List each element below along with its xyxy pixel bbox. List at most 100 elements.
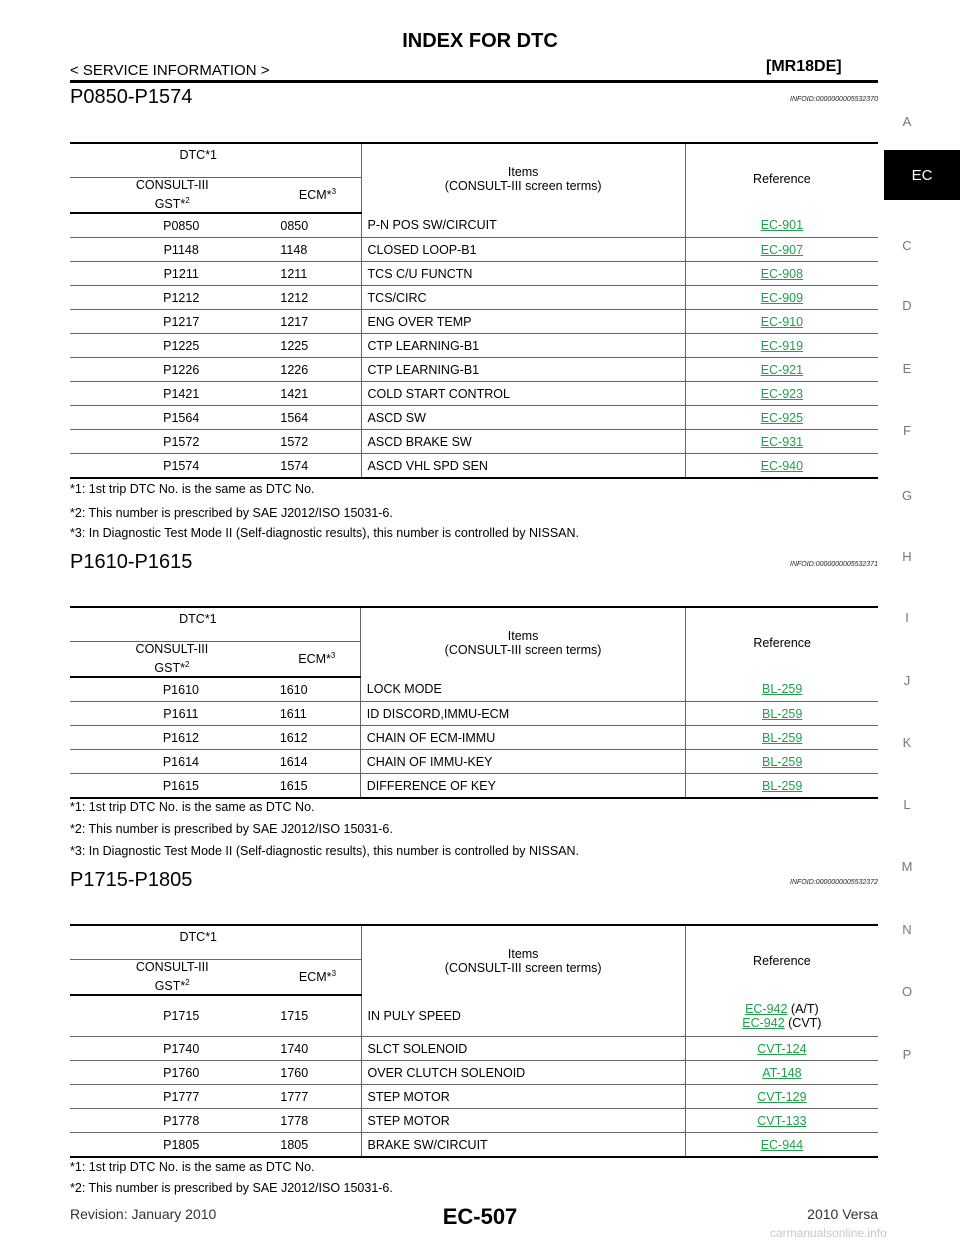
reference-cell: EC-919 (684, 333, 878, 358)
side-index-letter[interactable]: P (902, 1047, 912, 1062)
reference-link[interactable]: EC-940 (760, 458, 804, 473)
ecm-code: 1217 (274, 309, 362, 334)
reference-link[interactable]: BL-259 (762, 754, 803, 769)
reference-link[interactable]: EC-923 (760, 386, 804, 401)
reference-link[interactable]: EC-909 (760, 290, 804, 305)
reference-link[interactable]: EC-944 (760, 1137, 804, 1152)
item-name: P-N POS SW/CIRCUIT (360, 213, 686, 238)
reference-cell: EC-925 (684, 405, 878, 430)
footnote: *1: 1st trip DTC No. is the same as DTC … (70, 800, 315, 814)
gst-code: P1574 (70, 453, 275, 479)
side-index-letter[interactable]: M (901, 859, 913, 874)
reference-link[interactable]: EC-908 (760, 266, 804, 281)
reference-link[interactable]: CVT-133 (757, 1113, 807, 1128)
ecm-code: 1740 (274, 1036, 362, 1061)
ecm-code: 1564 (274, 405, 362, 430)
header-ecm-text: ECM* (298, 652, 331, 667)
ecm-code: 1226 (274, 357, 362, 382)
ecm-code: 1615 (273, 773, 361, 799)
header-ecm-sup: 3 (330, 651, 336, 661)
header-items-line2: (CONSULT-III screen terms) (444, 960, 602, 975)
reference-link[interactable]: BL-259 (762, 706, 803, 721)
header-items-line1: Items (507, 164, 539, 179)
side-index-letter[interactable]: H (902, 549, 912, 564)
item-name: STEP MOTOR (360, 1108, 686, 1133)
side-index-letter[interactable]: F (903, 423, 911, 438)
page-title: INDEX FOR DTC (402, 30, 558, 52)
gst-code: P1148 (70, 237, 275, 262)
side-index-letter[interactable]: I (905, 610, 909, 625)
gst-code: P1421 (70, 381, 275, 406)
item-name: ID DISCORD,IMMU-ECM (359, 701, 686, 726)
side-index-active-tab[interactable]: EC (884, 150, 960, 200)
footnote: *3: In Diagnostic Test Mode II (Self-dia… (70, 844, 580, 858)
side-index-letter[interactable]: K (902, 735, 912, 750)
side-index-letter[interactable]: A (902, 114, 912, 129)
reference-link[interactable]: AT-148 (762, 1065, 802, 1080)
reference-cell: BL-259 (685, 701, 878, 726)
item-name: ASCD VHL SPD SEN (360, 453, 686, 479)
footer-model: 2010 Versa (807, 1206, 878, 1222)
item-name: CHAIN OF IMMU-KEY (359, 749, 686, 774)
reference-link[interactable]: EC-931 (760, 434, 804, 449)
ecm-code: 0850 (280, 218, 309, 233)
reference-link[interactable]: EC-925 (760, 410, 804, 425)
side-index-letter[interactable]: L (903, 797, 911, 812)
header-gst-label: GST*2 (76, 657, 268, 676)
side-index-letter[interactable]: N (902, 922, 912, 937)
reference-link[interactable]: EC-901 (760, 218, 804, 232)
side-index-letter[interactable]: J (903, 673, 911, 688)
reference-link[interactable]: EC-921 (760, 362, 804, 377)
watermark: carmanualsonline.info (770, 1226, 887, 1240)
side-index-letter[interactable]: D (902, 298, 912, 313)
header-dtc: DTC*1 (70, 606, 361, 642)
info-id: INFOID:0000000005532371 (790, 561, 878, 568)
footer-page-number: EC-507 (442, 1204, 518, 1229)
reference-link[interactable]: EC-942 (742, 1015, 785, 1030)
reference-link[interactable]: BL-259 (762, 682, 803, 696)
reference-link[interactable]: BL-259 (762, 730, 803, 745)
side-index-letter[interactable]: C (902, 238, 912, 253)
info-id: INFOID:0000000005532372 (790, 879, 878, 886)
ecm-code: 1225 (274, 333, 362, 358)
reference-cell: EC-923 (684, 381, 878, 406)
reference-link[interactable]: CVT-129 (757, 1089, 807, 1104)
header-dtc-label: DTC*1 (179, 148, 218, 162)
reference-link[interactable]: BL-259 (762, 778, 803, 793)
reference-cell: EC-910 (684, 309, 878, 334)
item-name: ASCD BRAKE SW (360, 429, 686, 454)
reference-link[interactable]: EC-907 (760, 242, 804, 257)
reference-link[interactable]: CVT-124 (757, 1041, 807, 1056)
item-name: CLOSED LOOP-B1 (360, 237, 686, 262)
header-gst-sup: 2 (185, 195, 190, 205)
gst-code: P1715 (163, 1009, 200, 1023)
footnote: *2: This number is prescribed by SAE J20… (70, 506, 393, 520)
side-index-letter[interactable]: O (901, 984, 913, 999)
item-name: CTP LEARNING-B1 (360, 357, 686, 382)
header-ecm-text: ECM* (298, 188, 332, 203)
side-index-letter[interactable]: E (902, 361, 912, 376)
reference-link[interactable]: EC-910 (760, 314, 804, 329)
header-gst-text: GST* (154, 978, 186, 993)
header-reference-label: Reference (753, 171, 811, 186)
reference-link[interactable]: EC-942 (745, 1001, 788, 1016)
reference-cell: EC-921 (684, 357, 878, 382)
reference-link[interactable]: EC-919 (760, 338, 804, 353)
header-items-line2: (CONSULT-III screen terms) (444, 642, 602, 657)
header-items-line1: Items (507, 628, 539, 643)
reference-cell: CVT-129 (684, 1084, 878, 1109)
reference-cell: EC-931 (684, 429, 878, 454)
reference-cell: CVT-124 (684, 1036, 878, 1061)
side-index-letter[interactable]: G (901, 488, 913, 503)
